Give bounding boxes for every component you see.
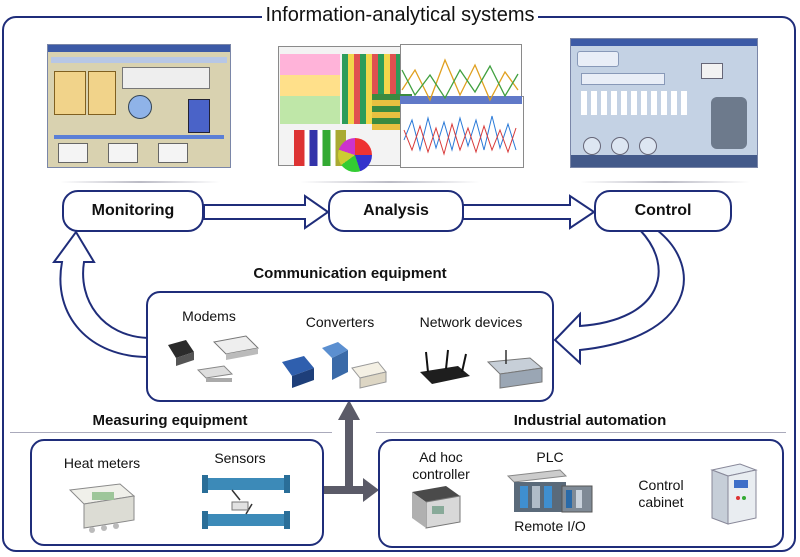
adhoc-controller-device xyxy=(412,486,461,529)
automation-heading: Industrial automation xyxy=(513,412,667,429)
converter-device-3 xyxy=(351,361,387,389)
monitoring-label: Monitoring xyxy=(91,202,175,219)
converter-device-1 xyxy=(282,356,314,388)
network-devices-label: Network devices xyxy=(419,314,523,330)
connector-right-head xyxy=(363,478,379,502)
control-cabinet-label-line2: cabinet xyxy=(638,494,684,510)
remote-io-label: Remote I/O xyxy=(514,518,586,534)
communication-heading: Communication equipment xyxy=(253,265,447,282)
monitoring-to-analysis-arrow xyxy=(203,194,330,230)
horizontal-connector-left xyxy=(311,486,355,494)
switch-device xyxy=(486,350,544,389)
plc-device xyxy=(506,469,568,512)
measuring-heading: Measuring equipment xyxy=(92,412,248,429)
right-section-separator xyxy=(376,432,786,433)
analysis-label: Analysis xyxy=(363,202,429,219)
control-node: Control xyxy=(594,190,732,232)
modem-device-1 xyxy=(168,340,194,366)
monitoring-shadow xyxy=(60,181,220,183)
vertical-connector xyxy=(345,418,353,492)
analysis-to-control-arrow xyxy=(462,194,596,230)
control-cabinet-device xyxy=(710,463,758,525)
modems-label: Modems xyxy=(182,308,236,324)
analysis-screenshot xyxy=(276,42,524,172)
modem-device-3 xyxy=(196,365,234,382)
heat-meters-label: Heat meters xyxy=(63,455,141,471)
adhoc-controller-label-line2: controller xyxy=(412,466,470,482)
page-title-text: Information-analytical systems xyxy=(261,4,539,26)
control-to-communication-arrow xyxy=(553,229,685,366)
analysis-shadow xyxy=(300,181,480,183)
left-section-separator xyxy=(10,432,332,433)
control-cabinet-label-line1: Control xyxy=(638,477,684,493)
sensors-label: Sensors xyxy=(214,450,266,466)
plc-label: PLC xyxy=(536,449,564,465)
horizontal-connector-right xyxy=(345,486,365,494)
converter-device-2 xyxy=(322,342,348,380)
control-label: Control xyxy=(634,202,692,219)
router-device xyxy=(420,349,470,384)
control-screenshot xyxy=(570,38,758,168)
page-title: Information-analytical systems xyxy=(0,4,800,27)
monitoring-screenshot xyxy=(47,44,231,168)
adhoc-controller-label-line1: Ad hoc xyxy=(419,449,463,465)
heat-meter-device xyxy=(68,483,136,533)
connector-up-head xyxy=(338,400,360,420)
converters-label: Converters xyxy=(305,314,375,330)
communication-to-monitoring-arrow xyxy=(52,230,149,359)
sensor-pipe-1 xyxy=(202,475,290,501)
control-shadow xyxy=(580,181,750,183)
remote-io-device xyxy=(561,485,593,513)
monitoring-node: Monitoring xyxy=(62,190,204,232)
sensor-pipe-2 xyxy=(202,503,290,529)
sensor-transmitter xyxy=(231,501,249,511)
analysis-node: Analysis xyxy=(328,190,464,232)
modem-device-2 xyxy=(212,335,260,360)
communication-box xyxy=(146,291,554,402)
